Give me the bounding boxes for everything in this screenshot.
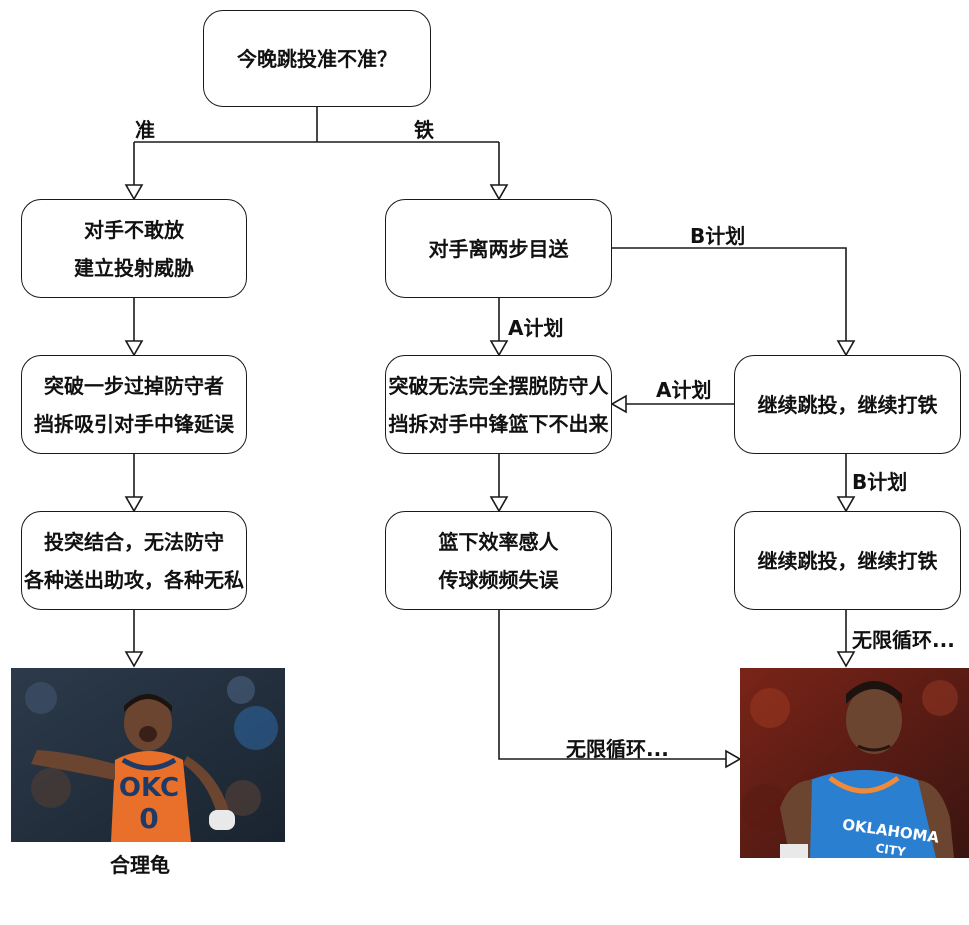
edge-label-plan-a-side: A计划 — [656, 378, 712, 402]
arrowhead-left-photo — [124, 651, 144, 668]
edge-label-infinite-loop-bottom: 无限循环... — [566, 737, 669, 761]
edge-label-plan-a-mid: A计划 — [508, 316, 564, 340]
right-node-1: 继续跳投，继续打铁 — [734, 355, 961, 454]
arrowhead-left-1 — [124, 184, 144, 201]
arrowhead-right-2 — [836, 496, 856, 513]
arrowhead-left-2 — [124, 340, 144, 357]
right-node-2: 继续跳投，继续打铁 — [734, 511, 961, 610]
left-node-3: 投突结合，无法防守 各种送出助攻，各种无私 — [21, 511, 247, 610]
jersey-text-okc: OKC — [119, 773, 179, 803]
mid-node-1-line1: 对手离两步目送 — [428, 236, 569, 261]
mid-node-3-line1: 篮下效率感人 — [438, 529, 559, 554]
mid-node-2-line1: 突破无法完全摆脱防守人 — [388, 373, 609, 398]
left-node-2-line1: 突破一步过掉防守者 — [44, 373, 224, 398]
connector-mid-3-loop — [498, 610, 726, 760]
left-node-1: 对手不敢放 建立投射威胁 — [21, 199, 247, 298]
edge-label-plan-b-right: B计划 — [852, 470, 908, 494]
mid-node-3-line2: 传球频频失误 — [438, 567, 559, 592]
edge-label-infinite-loop-right: 无限循环... — [852, 628, 955, 652]
left-node-1-line2: 建立投射威胁 — [74, 255, 194, 280]
mid-node-1: 对手离两步目送 — [385, 199, 612, 298]
arrowhead-mid-3 — [489, 496, 509, 513]
mid-node-2: 突破无法完全摆脱防守人 挡拆对手中锋篮下不出来 — [385, 355, 612, 454]
mid-node-2-line2: 挡拆对手中锋篮下不出来 — [388, 411, 609, 436]
connector-plan-b-top — [612, 247, 847, 341]
arrowhead-right-1 — [836, 340, 856, 357]
arrowhead-mid-2 — [489, 340, 509, 357]
right-node-1-line1: 继续跳投，继续打铁 — [757, 392, 938, 417]
question-node: 今晚跳投准不准？ — [203, 10, 431, 107]
left-node-3-line2: 各种送出助攻，各种无私 — [24, 567, 244, 592]
left-node-3-line1: 投突结合，无法防守 — [44, 529, 224, 554]
edge-label-brick: 铁 — [414, 118, 434, 142]
arrowhead-right-photo — [836, 651, 856, 668]
arrowhead-left-3 — [124, 496, 144, 513]
player-photo-celebrating: OKC 0 — [11, 668, 285, 842]
arrowhead-mid-2-side — [610, 394, 627, 414]
mid-node-3: 篮下效率感人 传球频频失误 — [385, 511, 612, 610]
left-node-2-line2: 挡拆吸引对手中锋延误 — [34, 411, 234, 436]
jersey-text-city: CITY — [875, 841, 907, 858]
left-node-2: 突破一步过掉防守者 挡拆吸引对手中锋延误 — [21, 355, 247, 454]
player-photo-disappointed: OKLAHOMA CITY — [740, 668, 969, 858]
edge-label-plan-b-top: B计划 — [690, 224, 746, 248]
right-node-2-line1: 继续跳投，继续打铁 — [757, 548, 938, 573]
jersey-number: 0 — [139, 802, 158, 835]
arrowhead-mid-1 — [489, 184, 509, 201]
edge-label-accurate: 准 — [135, 118, 155, 142]
question-text: 今晚跳投准不准？ — [237, 46, 397, 71]
photo-caption: 合理龟 — [110, 853, 170, 877]
arrowhead-loop-bottom — [725, 749, 742, 769]
left-node-1-line1: 对手不敢放 — [84, 217, 184, 242]
